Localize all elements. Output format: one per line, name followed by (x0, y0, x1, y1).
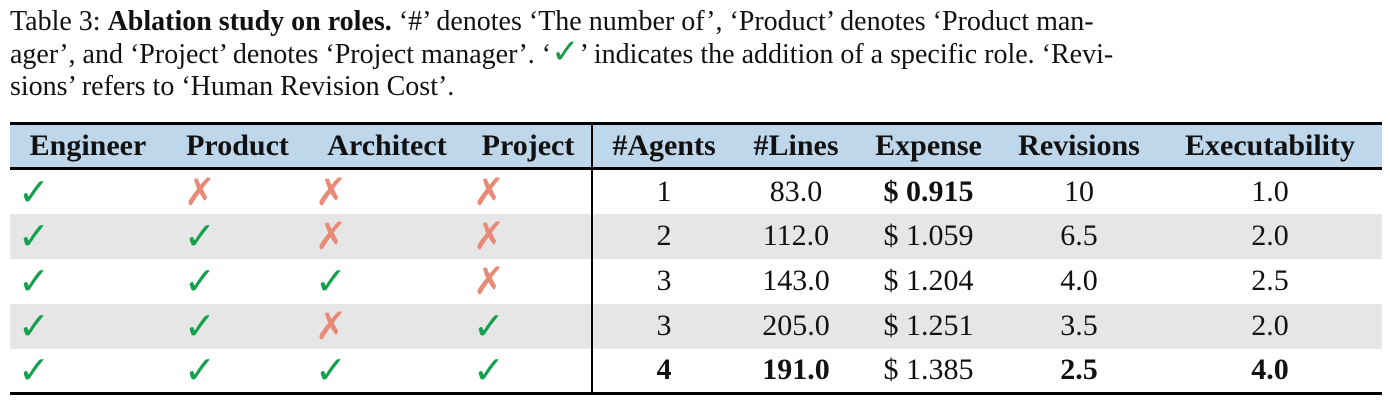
agents-cell: 1 (591, 168, 735, 214)
expense-cell: $ 1.059 (883, 219, 974, 252)
expense-cell: $ 1.204 (883, 264, 974, 297)
header-agents: #Agents (591, 123, 735, 169)
agents-cell: 4 (591, 348, 735, 394)
role-product-mark: ✗ (184, 169, 216, 214)
table-body: ✓ ✗ ✗ ✗ 1 83.0 $ 0.915 10 1.0 ✓ ✓ ✗ ✗ 2 … (10, 168, 1382, 394)
lines-cell: 205.0 (762, 309, 830, 342)
role-project-mark: ✗ (473, 169, 505, 214)
expense-cell: $ 1.251 (883, 309, 974, 342)
caption-text-3: sions’ refers to ‘Human Revision Cost’. (10, 71, 455, 102)
role-engineer-mark: ✓ (18, 169, 50, 214)
header-project: Project (481, 129, 575, 162)
revisions-cell: 10 (1064, 174, 1094, 208)
caption-text-1: ‘#’ denotes ‘The number of’, ‘Product’ d… (391, 6, 1094, 37)
role-product-mark: ✓ (184, 348, 216, 393)
caption-title: Ablation study on roles. (107, 6, 392, 37)
header-executability: Executability (1185, 129, 1355, 162)
role-architect-mark: ✓ (315, 348, 347, 393)
executability-cell: 1.0 (1251, 174, 1289, 208)
caption-line-1: Table 3: Ablation study on roles. ‘#’ de… (10, 6, 1382, 38)
agents-cell: 2 (591, 213, 735, 259)
table-row: ✓ ✓ ✓ ✓ 4 191.0 $ 1.385 2.5 4.0 (10, 348, 1382, 394)
executability-cell: 2.0 (1251, 309, 1289, 342)
expense-cell: $ 1.385 (883, 353, 974, 387)
expense-cell: $ 0.915 (883, 174, 974, 208)
role-project-mark: ✓ (473, 304, 505, 348)
caption-line-2: ager’, and ‘Project’ denotes ‘Project ma… (10, 35, 1382, 71)
role-project-mark: ✗ (473, 259, 505, 303)
role-project-mark: ✗ (473, 214, 505, 258)
role-architect-mark: ✗ (315, 214, 347, 258)
role-product-mark: ✓ (184, 214, 216, 258)
header-expense: Expense (875, 129, 982, 162)
executability-cell: 4.0 (1251, 353, 1289, 387)
role-project-mark: ✓ (473, 348, 505, 393)
caption-label: Table 3: (10, 6, 101, 37)
role-architect-mark: ✓ (315, 259, 347, 303)
check-mark-icon: ✓ (551, 32, 580, 72)
agents-cell: 3 (591, 303, 735, 349)
revisions-cell: 2.5 (1060, 353, 1098, 387)
header-product: Product (186, 129, 289, 162)
role-engineer-mark: ✓ (18, 259, 50, 303)
revisions-cell: 4.0 (1060, 264, 1098, 297)
header-row: Engineer Product Architect Project #Agen… (10, 123, 1382, 169)
table-row: ✓ ✗ ✗ ✗ 1 83.0 $ 0.915 10 1.0 (10, 168, 1382, 214)
role-architect-mark: ✗ (315, 169, 347, 214)
table-row: ✓ ✓ ✗ ✗ 2 112.0 $ 1.059 6.5 2.0 (10, 213, 1382, 259)
table-caption: Table 3: Ablation study on roles. ‘#’ de… (10, 6, 1382, 103)
lines-cell: 143.0 (762, 264, 830, 297)
executability-cell: 2.5 (1251, 264, 1289, 297)
ablation-table-container: Engineer Product Architect Project #Agen… (10, 122, 1382, 395)
header-lines: #Lines (753, 129, 839, 162)
agents-cell: 3 (591, 258, 735, 304)
lines-cell: 83.0 (769, 174, 823, 208)
revisions-cell: 6.5 (1060, 219, 1098, 252)
executability-cell: 2.0 (1251, 219, 1289, 252)
header-engineer: Engineer (29, 129, 147, 162)
caption-text-2a: ager’, and ‘Project’ denotes ‘Project ma… (10, 39, 552, 70)
role-engineer-mark: ✓ (18, 348, 50, 393)
role-engineer-mark: ✓ (18, 304, 50, 348)
caption-text-2b: ’ indicates the addition of a specific r… (579, 39, 1114, 70)
role-product-mark: ✓ (184, 304, 216, 348)
lines-cell: 112.0 (762, 219, 830, 252)
ablation-table: Engineer Product Architect Project #Agen… (10, 122, 1382, 395)
role-engineer-mark: ✓ (18, 214, 50, 258)
table-header: Engineer Product Architect Project #Agen… (10, 123, 1382, 169)
header-revisions: Revisions (1018, 129, 1140, 162)
caption-line-3: sions’ refers to ‘Human Revision Cost’. (10, 71, 1382, 103)
lines-cell: 191.0 (762, 353, 830, 387)
table-row: ✓ ✓ ✓ ✗ 3 143.0 $ 1.204 4.0 2.5 (10, 258, 1382, 304)
revisions-cell: 3.5 (1060, 309, 1098, 342)
role-architect-mark: ✗ (315, 304, 347, 348)
table-row: ✓ ✓ ✗ ✓ 3 205.0 $ 1.251 3.5 2.0 (10, 303, 1382, 349)
role-product-mark: ✓ (184, 259, 216, 303)
header-architect: Architect (327, 129, 447, 162)
